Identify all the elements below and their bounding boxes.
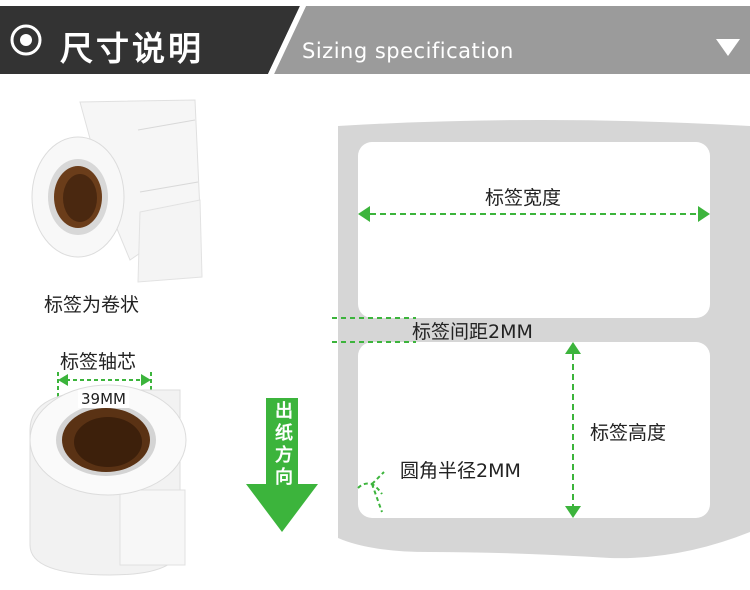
core-caption: 标签轴芯: [60, 351, 137, 373]
section-subtitle: Sizing specification: [302, 39, 514, 63]
feed-direction-arrow-icon: [246, 398, 318, 532]
height-arrow: [565, 342, 581, 518]
label-top: [358, 142, 710, 318]
height-label: 标签高度: [590, 422, 667, 444]
label-spec-diagram: [332, 120, 750, 559]
gap-lines: [332, 317, 416, 343]
label-roll-illustration: [31, 99, 203, 283]
label-core-illustration: [29, 372, 187, 576]
target-icon: [10, 24, 42, 56]
width-label: 标签宽度: [483, 183, 564, 210]
header-background: [0, 6, 750, 74]
radius-label: 圆角半径2MM: [400, 460, 521, 482]
roll-caption: 标签为卷状: [44, 294, 140, 316]
header-banner: 尺寸说明 Sizing specification: [0, 6, 750, 74]
section-title: 尺寸说明: [60, 29, 204, 68]
core-size-label: 39MM: [78, 390, 129, 408]
width-arrow: [358, 206, 710, 222]
radius-marker: [357, 471, 385, 513]
label-bottom: [358, 342, 710, 518]
feed-direction-text: 出纸方向: [275, 401, 293, 488]
gap-label: 标签间距2MM: [412, 321, 533, 343]
triangle-down-icon: [716, 39, 740, 56]
